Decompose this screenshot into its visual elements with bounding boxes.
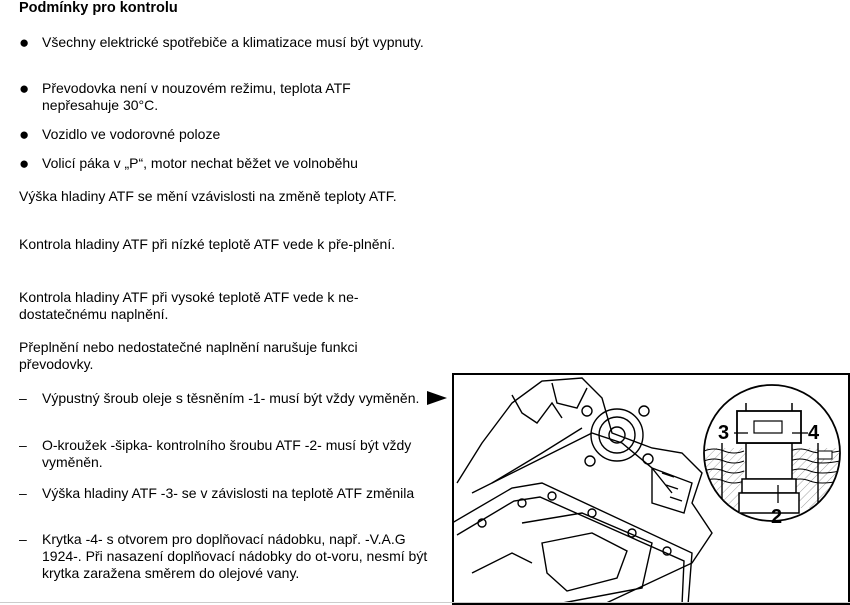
- condition-item: ● Vozidlo ve vodorovné poloze: [19, 126, 429, 143]
- dash-bullet-icon: –: [19, 531, 27, 547]
- note-item: – Výška hladiny ATF -3- se v závislosti …: [19, 485, 429, 502]
- note-text: O-kroužek -šipka- kontrolního šroubu ATF…: [42, 437, 412, 470]
- dash-bullet-icon: –: [19, 485, 27, 501]
- note-text: Výpustný šroub oleje s těsněním -1- musí…: [42, 390, 420, 406]
- bullet-dot-icon: ●: [19, 79, 30, 98]
- transmission-figure: 3 4 2: [452, 373, 850, 605]
- condition-text: Vozidlo ve vodorovné poloze: [42, 126, 221, 142]
- note-item: – O-kroužek -šipka- kontrolního šroubu A…: [19, 437, 429, 471]
- page-bottom-rule: [0, 602, 850, 603]
- dash-bullet-icon: –: [19, 437, 27, 453]
- oil-pan: [452, 482, 693, 605]
- dash-bullet-icon: –: [19, 390, 27, 406]
- paragraph-consequence: Přeplnění nebo nedostatečné naplnění nar…: [19, 339, 358, 372]
- transmission-housing: [456, 377, 713, 605]
- section-heading: Podmínky pro kontrolu: [19, 0, 178, 16]
- note-text: Výška hladiny ATF -3- se v závislosti na…: [42, 485, 415, 501]
- paragraph-high-temp: Kontrola hladiny ATF při vysoké teplotě …: [19, 289, 359, 322]
- bullet-dot-icon: ●: [19, 125, 30, 144]
- condition-text: Všechny elektrické spotřebiče a klimatiz…: [42, 34, 424, 50]
- condition-text: Převodovka není v nouzovém režimu, teplo…: [42, 80, 351, 113]
- condition-text: Volicí páka v „P“, motor nechat běžet ve…: [42, 155, 358, 171]
- callout-3: 3: [718, 422, 729, 444]
- bullet-dot-icon: ●: [19, 33, 30, 52]
- callout-4: 4: [808, 422, 820, 444]
- bullet-dot-icon: ●: [19, 154, 30, 173]
- condition-item: ● Volicí páka v „P“, motor nechat běžet …: [19, 155, 429, 172]
- note-text: Krytka -4- s otvorem pro doplňovací nádo…: [42, 531, 428, 581]
- detail-view: [704, 403, 840, 514]
- condition-item: ● Všechny elektrické spotřebiče a klimat…: [19, 34, 429, 51]
- paragraph-low-temp: Kontrola hladiny ATF při nízké teplotě A…: [19, 236, 396, 252]
- note-item: – Výpustný šroub oleje s těsněním -1- mu…: [19, 390, 429, 407]
- paragraph-temperature: Výška hladiny ATF se mění vzávislosti na…: [19, 188, 397, 204]
- condition-item: ● Převodovka není v nouzovém režimu, tep…: [19, 80, 429, 114]
- note-item: – Krytka -4- s otvorem pro doplňovací ná…: [19, 531, 429, 582]
- pointer-arrow-icon: [427, 391, 447, 405]
- callout-2: 2: [771, 506, 782, 528]
